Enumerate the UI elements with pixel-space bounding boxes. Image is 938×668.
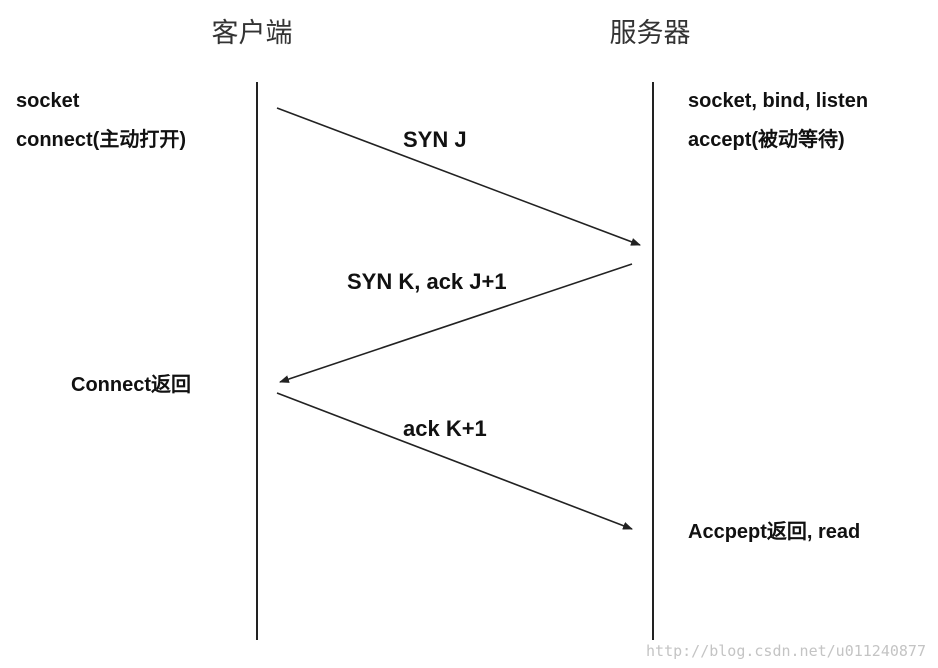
server-accept-return-label: Accpept返回, read [688,520,860,543]
syn-k-ack-arrow [279,263,633,383]
syn-j-arrow [276,107,641,246]
server-header: 服务器 [610,18,691,49]
message-label: ack K+1 [403,416,487,441]
ack-k-arrow [276,392,633,530]
server-listen-label: socket, bind, listen [688,90,868,112]
client-header: 客户端 [212,18,293,49]
message-label: SYN J [403,127,467,152]
client-connect-label: connect(主动打开) [16,127,186,151]
watermark-text: http://blog.csdn.net/u011240877 [646,642,926,660]
client-socket-label: socket [16,90,80,112]
message-label: SYN K, ack J+1 [347,269,507,294]
server-accept-label: accept(被动等待) [688,127,845,151]
client-connect-return-label: Connect返回 [71,373,191,396]
